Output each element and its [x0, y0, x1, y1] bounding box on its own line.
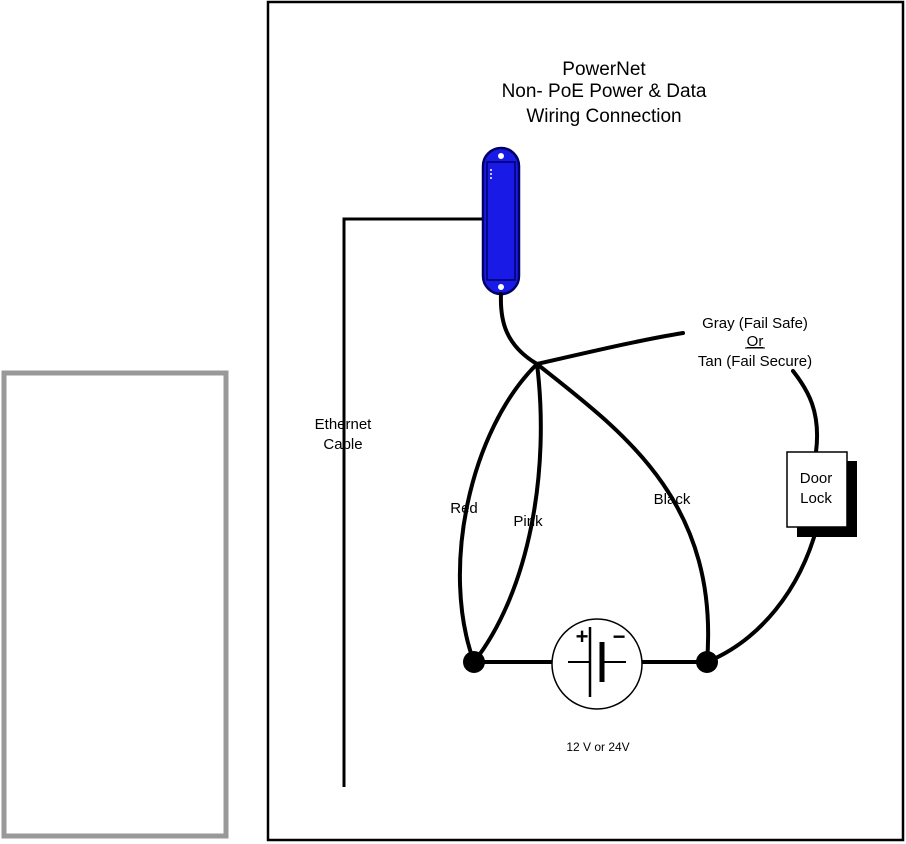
- ethernet-label-line-1: Ethernet: [315, 416, 373, 433]
- voltage-label: 12 V or 24V: [566, 740, 629, 754]
- side-panel: [4, 373, 226, 836]
- title-line-1: PowerNet: [562, 59, 646, 80]
- or-label: Or: [747, 333, 764, 350]
- battery-minus-sign: −: [613, 624, 626, 649]
- ethernet-label-line-2: Cable: [323, 436, 362, 453]
- title-line-2: Non- PoE Power & Data: [502, 81, 707, 102]
- door-lock-label-line-1: Door: [800, 470, 833, 487]
- gray-label: Gray (Fail Safe): [702, 315, 808, 332]
- tan-label: Tan (Fail Secure): [698, 353, 812, 370]
- negative-terminal-dot: [696, 651, 718, 673]
- powernet-device-icon: [483, 148, 519, 294]
- positive-terminal-dot: [463, 651, 485, 673]
- battery-symbol-icon: [552, 619, 642, 709]
- black-label: Black: [654, 491, 691, 508]
- title-line-3: Wiring Connection: [526, 106, 681, 127]
- pink-label: Pink: [513, 513, 543, 530]
- battery-plus-sign: +: [576, 624, 589, 649]
- door-lock-label-line-2: Lock: [800, 490, 832, 507]
- red-label: Red: [450, 500, 478, 517]
